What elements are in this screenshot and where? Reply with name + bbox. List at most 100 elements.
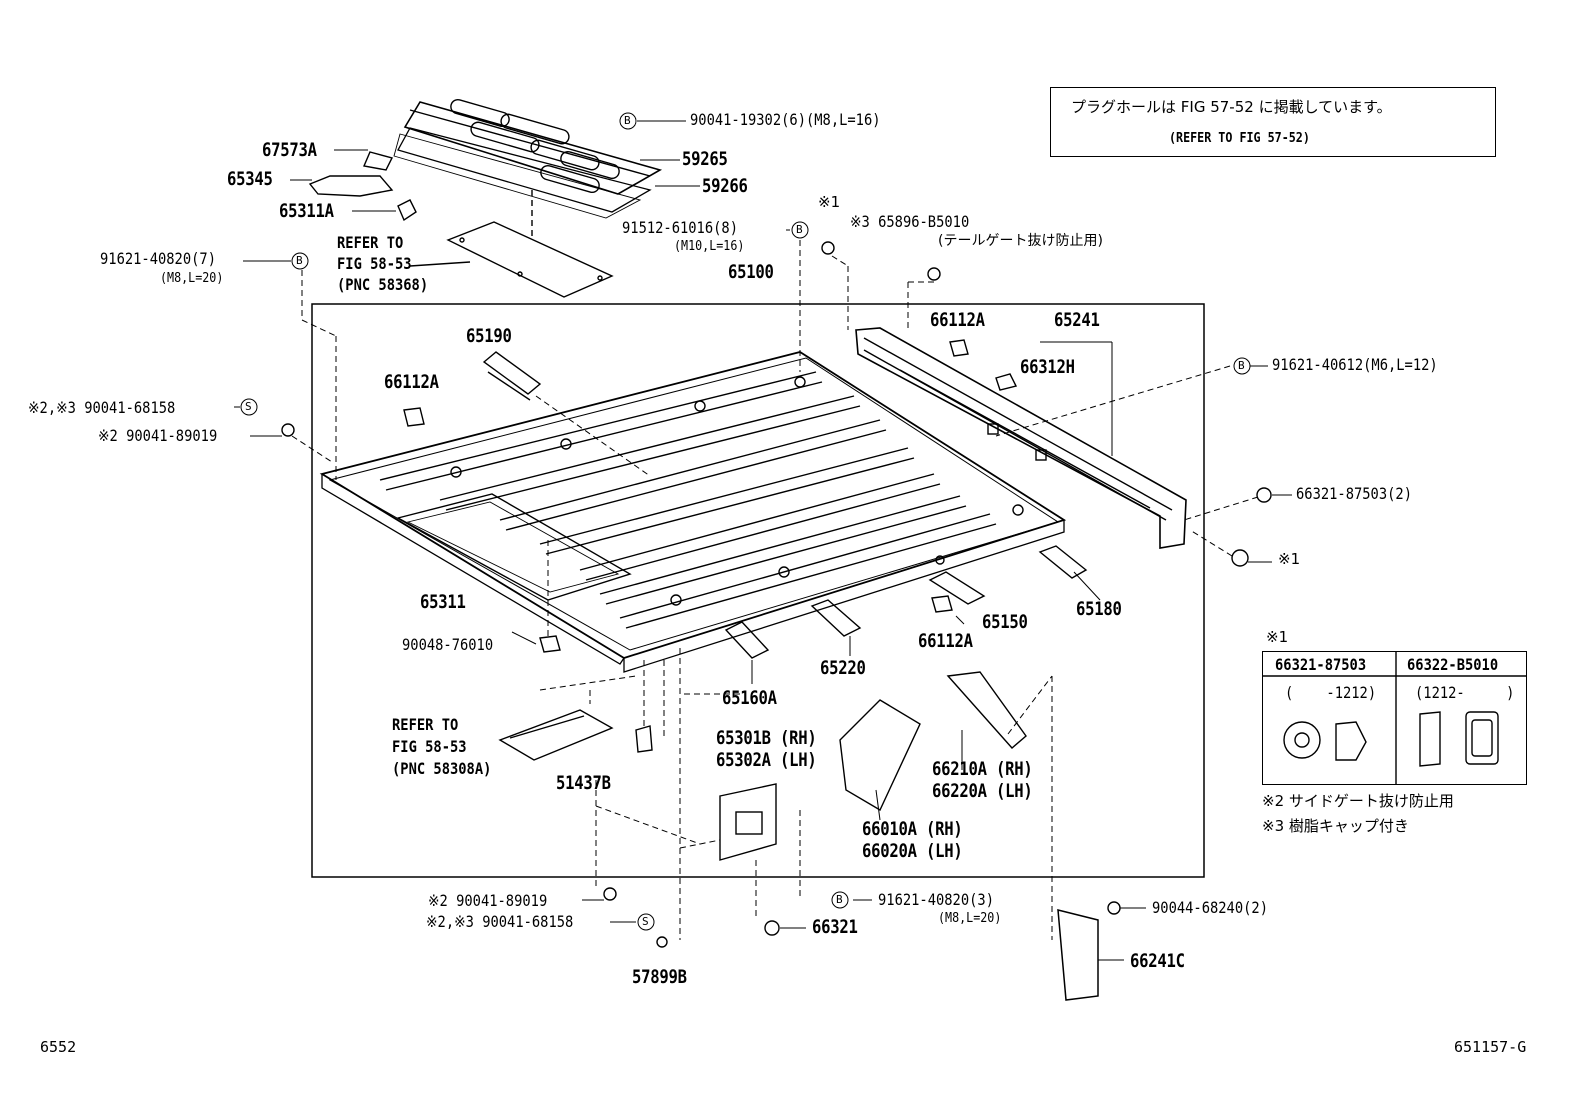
- part-label: 66321: [812, 916, 858, 938]
- part-label: 91512-61016(8): [622, 218, 738, 237]
- part-label: 59266: [702, 175, 748, 197]
- part-label: 66010A (RH): [862, 818, 963, 840]
- legend-part: 66321-87503: [1275, 655, 1367, 674]
- part-label: 91621-40820(3): [878, 890, 994, 909]
- part-label: ※3 65896-B5010: [850, 212, 970, 231]
- part-label: 66112A: [918, 630, 973, 652]
- bracket-65160A: [724, 621, 770, 659]
- part-label: 67573A: [262, 139, 317, 161]
- page-number-left: 6552: [40, 1038, 77, 1056]
- bolt-mark-s: S: [642, 915, 649, 928]
- assembly-frame: [311, 303, 1205, 878]
- floor-pan-65100: [319, 351, 1067, 673]
- part-label: ※2 90041-89019: [428, 891, 548, 910]
- legend-title: ※1: [1266, 628, 1289, 646]
- part-label: 66321-87503(2): [1296, 484, 1412, 503]
- footnote-3: ※3 樹脂キャップ付き: [1262, 817, 1409, 835]
- clip-90048-76010: [539, 635, 561, 653]
- legend-range: ( -1212): [1285, 683, 1377, 702]
- refer-note-en: (REFER TO FIG 57-52): [1169, 131, 1310, 146]
- note-mark: ※1: [1278, 550, 1301, 568]
- part-label: 90041-19302(6)(M8,L=16): [690, 110, 881, 129]
- part-label: 66312H: [1020, 356, 1075, 378]
- part-label: 66112A: [384, 371, 439, 393]
- legend-range: (1212- ): [1415, 683, 1515, 702]
- part-label: 91621-40820(7): [100, 249, 216, 268]
- part-label-sub: (M8,L=20): [160, 271, 224, 286]
- protector-66210A: [946, 671, 1027, 749]
- legend-table: 66321-87503 66322-B5010 ( -1212) (1212- …: [1262, 651, 1527, 785]
- refer-note-box: プラグホールは FIG 57-52 に掲載しています。 (REFER TO FI…: [1050, 87, 1496, 157]
- note-mark: ※1: [818, 193, 841, 211]
- bolt-mark-b: B: [836, 893, 843, 906]
- clip-66112A-top: [949, 339, 969, 357]
- part-label: ※2,※3 90041-68158: [28, 398, 176, 417]
- part-label: 65311A: [279, 200, 334, 222]
- part-label: 65311: [420, 591, 466, 613]
- clip-65311A: [397, 199, 417, 222]
- part-label: 59265: [682, 148, 728, 170]
- part-label: 66241C: [1130, 950, 1185, 972]
- bracket-65190: [482, 351, 542, 401]
- footnote-2: ※2 サイドゲート抜け防止用: [1262, 792, 1454, 810]
- mudguard-66241C: [1057, 909, 1099, 1001]
- part-label: ※2,※3 90041-68158: [426, 912, 574, 931]
- part-label: 91621-40612(M6,L=12): [1272, 355, 1438, 374]
- bolt-mark-b: B: [1238, 359, 1245, 372]
- part-label: 90044-68240(2): [1152, 898, 1268, 917]
- cap-66322-B5010: [1419, 711, 1441, 767]
- part-label: 65301B (RH): [716, 727, 817, 749]
- part-label: 65100: [728, 261, 774, 283]
- part-label-sub: (M8,L=20): [938, 911, 1002, 926]
- bracket-65180: [1038, 545, 1088, 579]
- part-label: 65220: [820, 657, 866, 679]
- part-label: 65241: [1054, 309, 1100, 331]
- refer-label: (PNC 58308A): [392, 759, 492, 778]
- panel-58308A: [498, 709, 614, 761]
- rear-member-65241: [855, 327, 1187, 549]
- protector-66010A: [839, 699, 921, 811]
- gasket-59266: [397, 127, 652, 213]
- refer-note-jp: プラグホールは FIG 57-52 に掲載しています。: [1071, 98, 1392, 116]
- figure-code-right: 651157-G: [1454, 1038, 1527, 1056]
- clip-66112A-left: [403, 407, 425, 427]
- part-label-sub: (テールゲート抜け防止用): [938, 233, 1103, 249]
- part-label: 65180: [1076, 598, 1122, 620]
- part-label: 90048-76010: [402, 635, 494, 654]
- bracket-51437B: [635, 725, 653, 753]
- legend-part: 66322-B5010: [1407, 655, 1499, 674]
- part-label: 57899B: [632, 966, 687, 988]
- bolt-mark-s: S: [245, 400, 252, 413]
- part-label: 65190: [466, 325, 512, 347]
- part-label: 66210A (RH): [932, 758, 1033, 780]
- refer-label: REFER TO: [392, 715, 459, 734]
- part-label: 66020A (LH): [862, 840, 963, 862]
- grommet-66321-87503: [1283, 721, 1321, 759]
- bolt-mark-b: B: [624, 114, 631, 127]
- part-label: 65302A (LH): [716, 749, 817, 771]
- refer-label: FIG 58-53: [392, 737, 467, 756]
- plate-58368: [446, 221, 614, 298]
- part-label: 65345: [227, 168, 273, 190]
- clip-66112A-bot: [931, 595, 953, 613]
- part-label: 66112A: [930, 309, 985, 331]
- part-label: 65150: [982, 611, 1028, 633]
- part-label-sub: (M10,L=16): [674, 239, 745, 254]
- bracket-65220: [810, 599, 862, 637]
- bracket-65150: [928, 571, 986, 605]
- refer-label: (PNC 58368): [337, 275, 429, 294]
- guard-65301B: [719, 783, 777, 861]
- bracket-65345: [308, 175, 394, 197]
- refer-label: FIG 58-53: [337, 254, 412, 273]
- bolt-mark-b: B: [796, 223, 803, 236]
- part-label: ※2 90041-89019: [98, 426, 218, 445]
- part-label: 66220A (LH): [932, 780, 1033, 802]
- part-label: 65160A: [722, 687, 777, 709]
- clip-66312H: [995, 373, 1018, 391]
- part-label: 51437B: [556, 772, 611, 794]
- bolt-mark-b: B: [296, 254, 303, 267]
- refer-label: REFER TO: [337, 233, 404, 252]
- bracket-67573A: [363, 151, 394, 171]
